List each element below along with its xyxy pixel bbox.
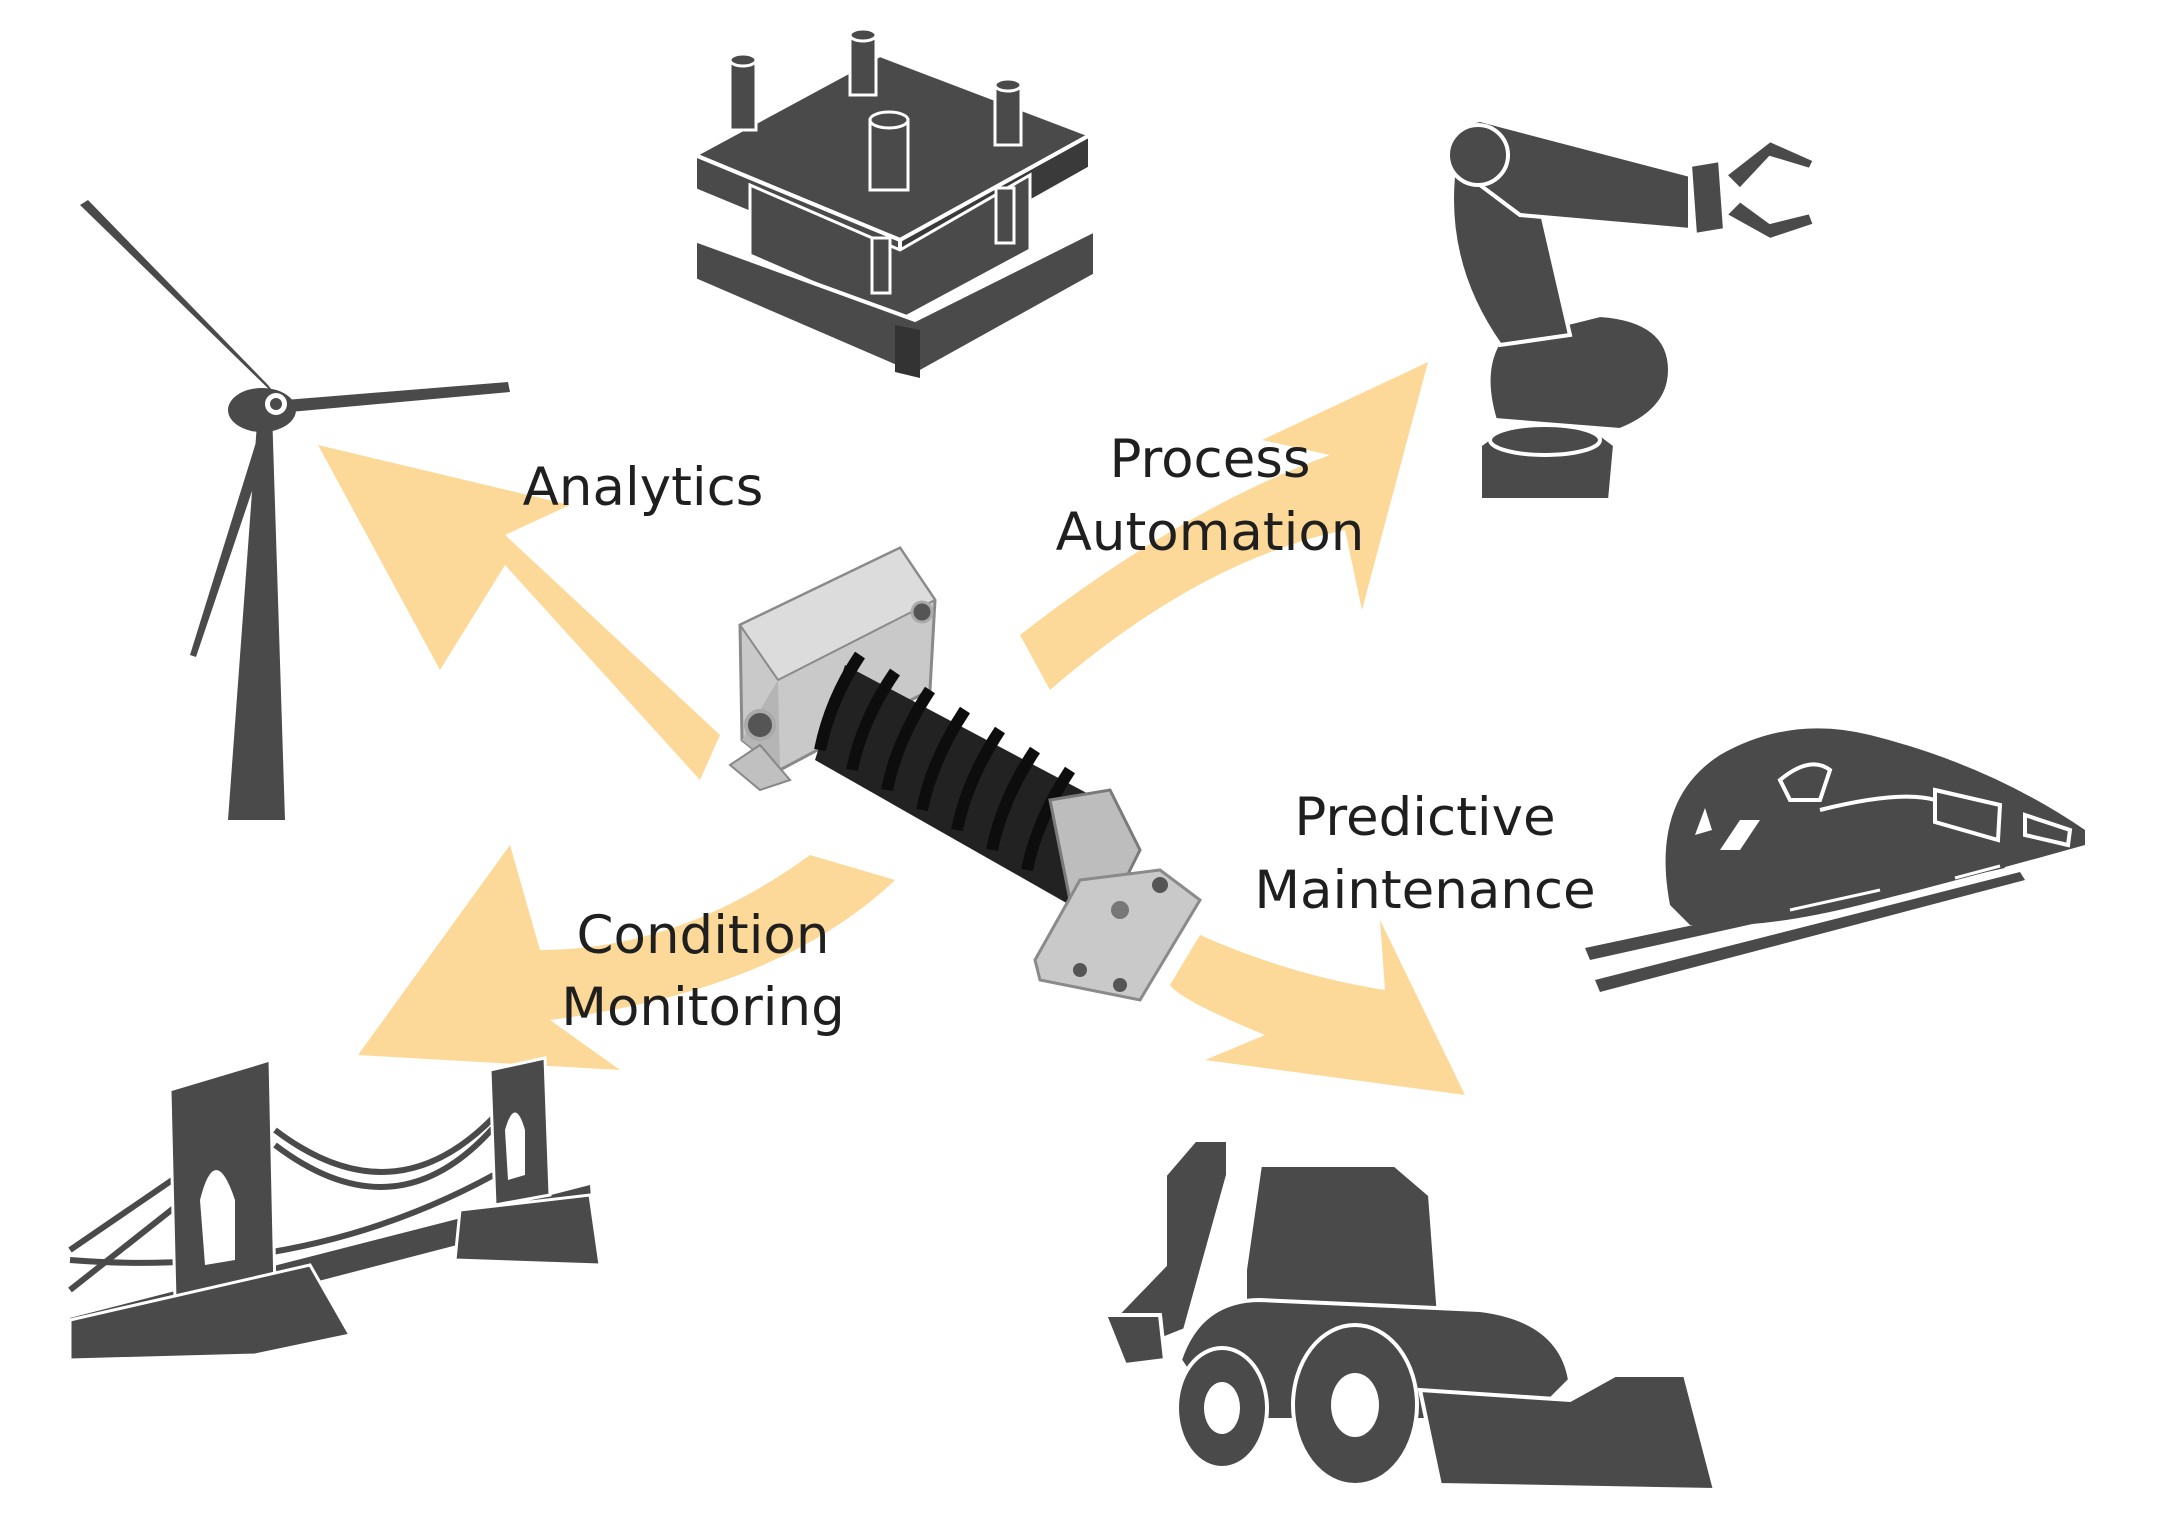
labels: Analytics Process Automation Predictive … bbox=[523, 429, 1596, 1038]
analytics-label: Analytics bbox=[523, 457, 764, 518]
sensor-device-icon bbox=[728, 546, 1202, 1002]
suspension-bridge-icon bbox=[68, 1056, 602, 1362]
process-label-line1: Process bbox=[1109, 429, 1310, 490]
condition-label-line2: Monitoring bbox=[561, 977, 844, 1038]
backhoe-loader-icon bbox=[1102, 1138, 1718, 1493]
condition-label-line1: Condition bbox=[577, 905, 830, 966]
high-speed-train-icon bbox=[1585, 728, 2085, 992]
arrows bbox=[318, 362, 1465, 1095]
predictive-label-line2: Maintenance bbox=[1254, 860, 1595, 921]
wind-turbine-icon bbox=[80, 200, 510, 820]
hydraulic-press-icon bbox=[690, 27, 1097, 378]
robot-arm-icon bbox=[1446, 117, 1818, 502]
process-label-line2: Automation bbox=[1056, 502, 1365, 563]
analytics-arrow bbox=[318, 445, 720, 780]
condition-monitoring-arrow bbox=[358, 845, 895, 1070]
predictive-maintenance-arrow bbox=[1170, 920, 1465, 1095]
process-automation-arrow bbox=[1020, 362, 1428, 690]
predictive-label-line1: Predictive bbox=[1294, 787, 1555, 848]
